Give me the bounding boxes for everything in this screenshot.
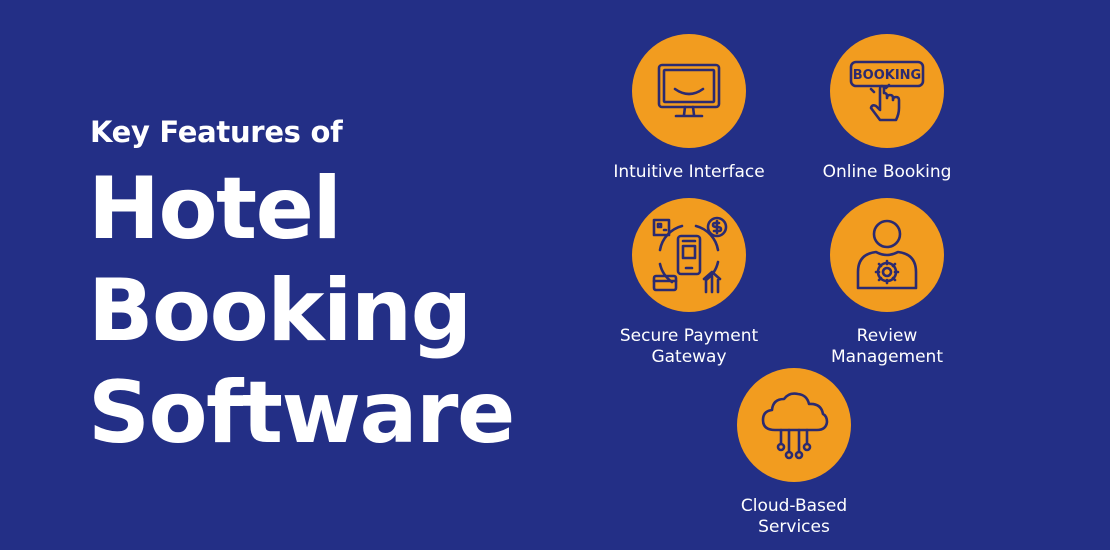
feature-review-management: Review Management <box>777 198 997 368</box>
feature-label: Cloud-Based Services <box>740 496 848 537</box>
feature-icon-circle: BOOKING <box>830 34 944 148</box>
title-line-3: Software <box>88 363 515 463</box>
user-gear-icon <box>856 219 918 290</box>
booking-button-icon: BOOKING <box>849 60 925 122</box>
feature-cloud-based-services: Cloud-Based Services <box>684 368 904 538</box>
feature-icon-circle <box>632 34 746 148</box>
booking-icon-text: BOOKING <box>853 68 921 83</box>
title-line-1: Hotel <box>88 159 342 259</box>
feature-label: Intuitive Interface <box>613 162 765 182</box>
headline: Key Features of Hotel Booking Software <box>88 112 515 464</box>
feature-secure-payment-gateway: Secure Payment Gateway <box>579 198 799 368</box>
feature-label: Secure Payment Gateway <box>619 326 759 367</box>
feature-intuitive-interface: Intuitive Interface <box>579 34 799 183</box>
feature-label: Review Management <box>831 326 943 367</box>
subtitle: Key Features of <box>90 115 343 149</box>
mobile-payment-icon <box>652 216 728 294</box>
cloud-network-icon <box>761 392 829 460</box>
monitor-icon <box>657 63 721 118</box>
feature-online-booking: BOOKING Online Booking <box>777 34 997 183</box>
feature-icon-circle <box>830 198 944 312</box>
title-line-2: Booking <box>88 261 472 361</box>
feature-label: Online Booking <box>822 162 952 182</box>
feature-icon-circle <box>737 368 851 482</box>
feature-icon-circle <box>632 198 746 312</box>
